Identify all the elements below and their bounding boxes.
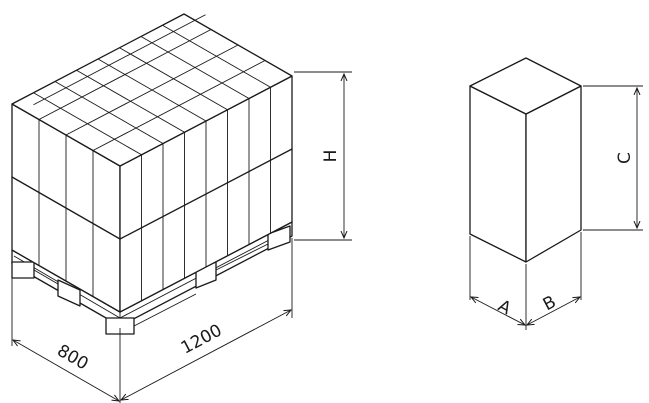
dimension-c: C — [583, 85, 643, 231]
box-stack — [11, 13, 293, 313]
dimension-800-label: 800 — [53, 341, 91, 375]
pallet-stack — [11, 13, 293, 335]
box-top-grid — [33, 14, 271, 156]
dimension-1200-label: 1200 — [178, 321, 226, 359]
single-box — [469, 57, 582, 263]
dimension-a-label: A — [495, 296, 515, 319]
box-left-face-lines — [11, 119, 121, 297]
dimension-b-label: B — [540, 292, 560, 315]
dimension-h-label: H — [321, 150, 341, 163]
box-right-face-lines — [119, 87, 293, 301]
dimension-c-label: C — [615, 152, 635, 164]
dimension-h: H — [294, 71, 352, 241]
